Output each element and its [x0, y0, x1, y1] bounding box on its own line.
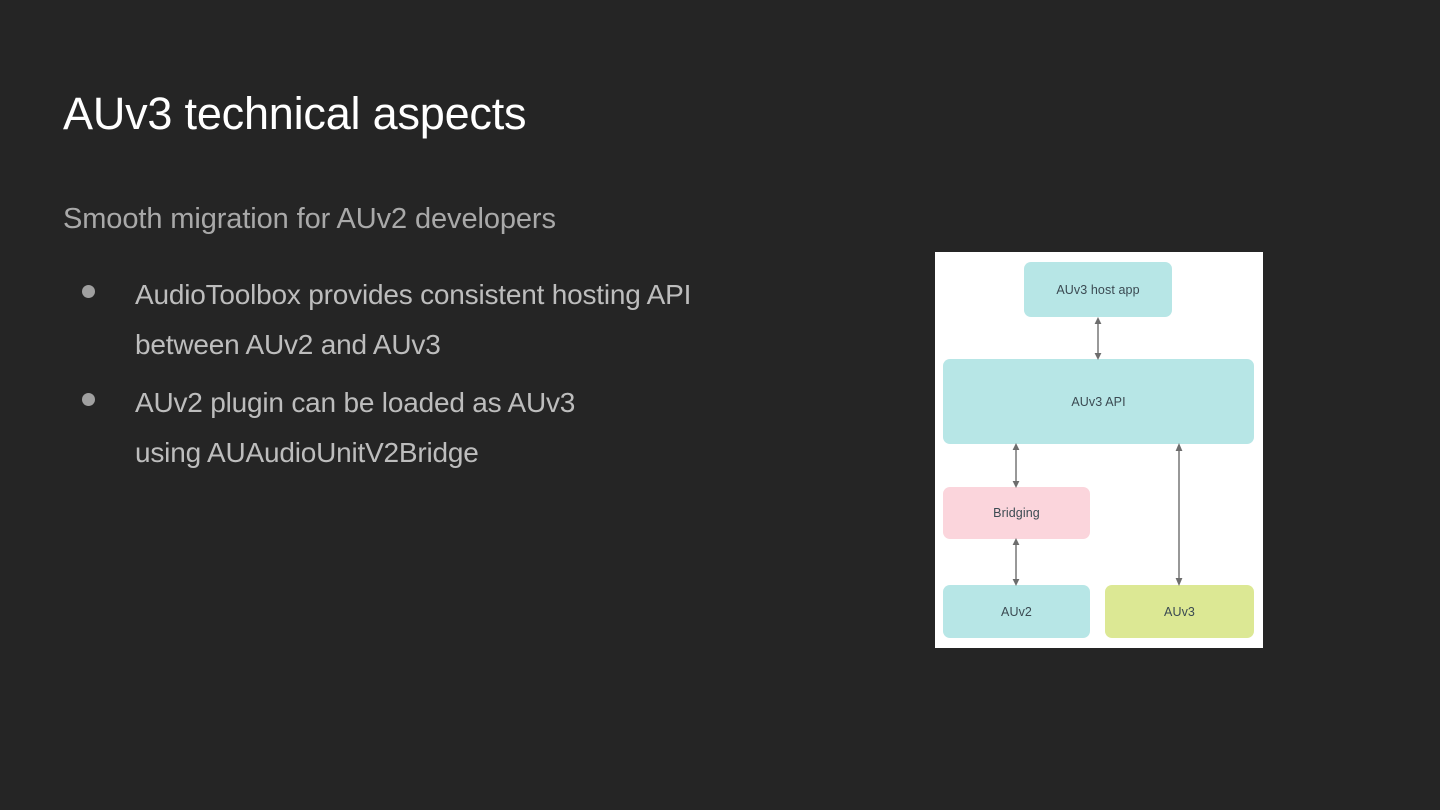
diagram-box-auv3-api: AUv3 API [943, 359, 1254, 444]
diagram-box-auv2: AUv2 [943, 585, 1090, 638]
page-title: AUv3 technical aspects [63, 88, 527, 139]
double-arrow-icon-api-to-bridging [1012, 443, 1020, 488]
diagram-box-auv3: AUv3 [1105, 585, 1254, 638]
bullet-list: AudioToolbox provides consistent hosting… [63, 270, 893, 486]
list-item-label: AudioToolbox provides consistent hosting… [135, 279, 692, 360]
double-arrow-icon-api-to-auv3 [1175, 443, 1183, 586]
bullet-dot-icon [82, 393, 95, 406]
diagram-box-host-app: AUv3 host app [1024, 262, 1172, 317]
diagram-box-label: AUv2 [1001, 604, 1032, 619]
diagram-box-bridging: Bridging [943, 487, 1090, 539]
double-arrow-icon-bridging-to-auv2 [1012, 538, 1020, 586]
bullet-dot-icon [82, 285, 95, 298]
diagram-box-label: AUv3 API [1071, 394, 1126, 409]
diagram-box-label: Bridging [993, 506, 1040, 520]
diagram-box-label: AUv3 [1164, 604, 1195, 619]
list-item: AUv2 plugin can be loaded as AUv3 using … [63, 378, 893, 478]
auv3-architecture-diagram: AUv3 host app AUv3 API Bridging AUv2 AUv… [935, 252, 1263, 648]
page-subtitle: Smooth migration for AUv2 developers [63, 203, 556, 235]
diagram-box-label: AUv3 host app [1056, 282, 1140, 297]
list-item: AudioToolbox provides consistent hosting… [63, 270, 893, 370]
list-item-label: AUv2 plugin can be loaded as AUv3 using … [135, 387, 576, 468]
double-arrow-icon-host-to-api [1094, 317, 1102, 360]
